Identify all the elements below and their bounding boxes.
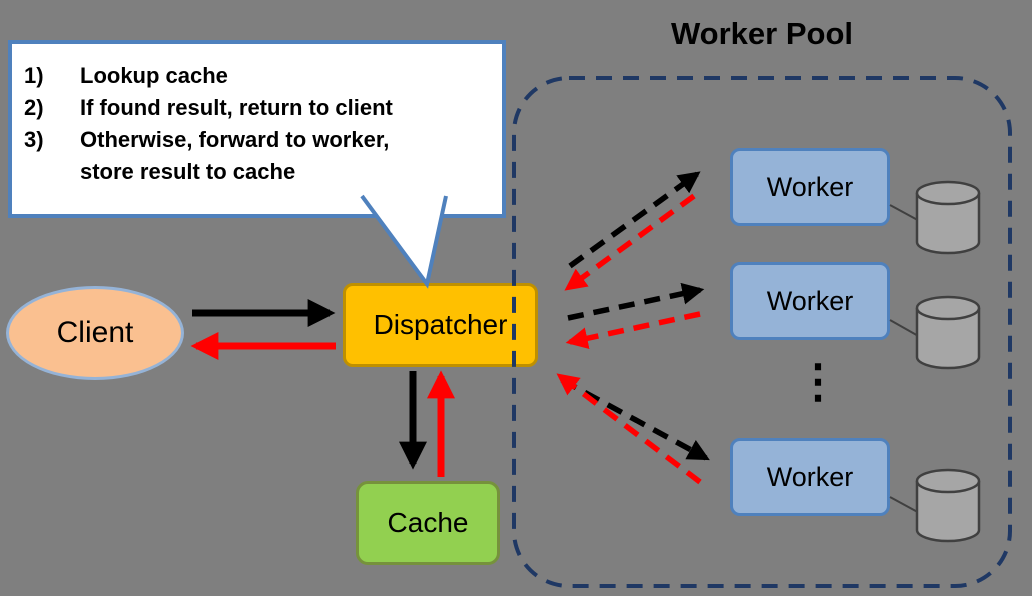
callout: 1) Lookup cache 2) If found result, retu… <box>8 40 506 218</box>
callout-step-number: 2) <box>24 95 44 120</box>
worker-node: Worker <box>730 438 890 516</box>
worker1-to-dispatcher-arrow <box>564 193 696 291</box>
dispatcher-to-worker2-arrow <box>567 282 705 321</box>
dispatcher-to-worker1-arrow <box>568 171 701 269</box>
dispatcher-node: Dispatcher <box>343 283 538 367</box>
worker2-db-connector <box>889 319 937 347</box>
worker3-db-connector <box>889 496 937 523</box>
worker1-db-connector <box>889 204 937 231</box>
workers-ellipsis: ⋮ <box>795 355 841 407</box>
cache-label: Cache <box>387 507 469 538</box>
callout-step-number: 1) <box>24 63 44 88</box>
callout-step: 2) If found result, return to client <box>24 92 502 124</box>
worker-node: Worker <box>730 148 890 226</box>
worker-label: Worker <box>766 461 854 492</box>
dispatcher-to-worker3-arrow <box>560 377 710 461</box>
callout-step: 3) Otherwise, forward to worker, store r… <box>24 124 502 188</box>
worker-label: Worker <box>766 171 854 202</box>
cache-node: Cache <box>356 481 500 565</box>
worker-node: Worker <box>730 262 890 340</box>
worker2-to-dispatcher-arrow <box>565 311 701 350</box>
database-cylinder-icon <box>915 468 981 543</box>
database-cylinder-icon <box>915 295 981 370</box>
worker-label: Worker <box>766 285 854 316</box>
callout-step-text: Otherwise, forward to worker, store resu… <box>80 127 390 184</box>
database-cylinder-icon <box>915 180 981 255</box>
worker3-to-dispatcher-arrow <box>556 373 702 485</box>
callout-step-number: 3) <box>24 127 44 152</box>
callout-step-text: If found result, return to client <box>80 95 393 120</box>
callout-step-text: Lookup cache <box>80 63 228 88</box>
client-label: Client <box>56 316 134 349</box>
dispatcher-label: Dispatcher <box>373 309 508 340</box>
callout-step: 1) Lookup cache <box>24 60 502 92</box>
client-node: Client <box>6 286 184 380</box>
worker-pool-title: Worker Pool <box>670 16 854 51</box>
